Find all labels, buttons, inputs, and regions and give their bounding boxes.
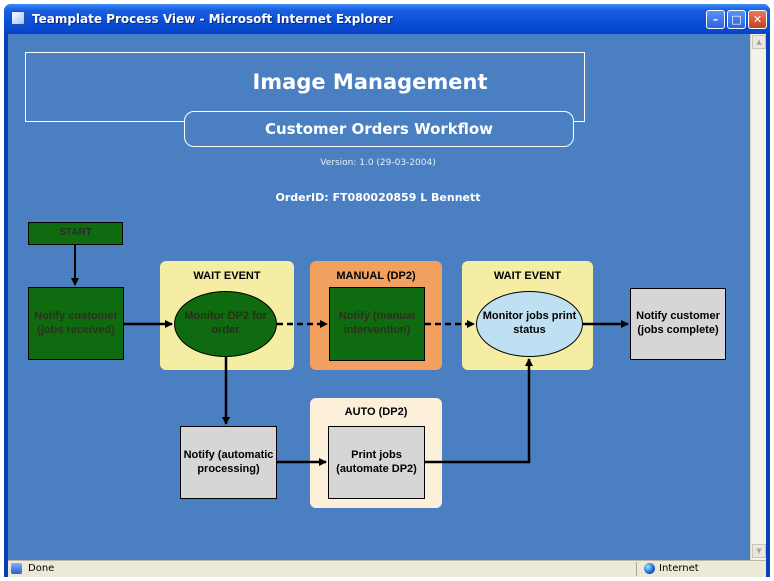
auto-dp2-label: AUTO (DP2) xyxy=(344,406,408,418)
version-text: Version: 1.0 (29-03-2004) xyxy=(320,158,436,168)
order-id-text: OrderID: FT080020859 L Bennett xyxy=(275,191,481,204)
notify-jobs-complete-node[interactable]: Notify customer (jobs complete) xyxy=(630,288,726,360)
notify-automatic-processing-node[interactable]: Notify (automatic processing) xyxy=(180,426,277,499)
page-icon xyxy=(11,563,22,574)
page-subtitle: Customer Orders Workflow xyxy=(264,120,494,138)
minimize-button[interactable]: – xyxy=(706,10,725,29)
workflow-connectors xyxy=(71,245,629,466)
globe-icon xyxy=(644,563,655,574)
wait-event-label-2: WAIT EVENT xyxy=(493,270,562,282)
subtitle-frame xyxy=(184,111,574,147)
vertical-scrollbar[interactable]: ▲ ▼ xyxy=(750,34,766,560)
security-zone-text: Internet xyxy=(659,563,699,574)
scroll-up-icon[interactable]: ▲ xyxy=(752,35,766,49)
title-bar[interactable]: Teamplate Process View - Microsoft Inter… xyxy=(4,4,770,34)
page-content: Image Management Customer Orders Workflo… xyxy=(8,34,766,560)
scroll-down-icon[interactable]: ▼ xyxy=(752,544,766,558)
page-title: Image Management xyxy=(252,70,488,94)
status-divider xyxy=(636,562,637,576)
status-bar: Done Internet xyxy=(8,560,766,577)
manual-dp2-label: MANUAL (DP2) xyxy=(336,270,416,282)
close-button[interactable]: ✕ xyxy=(748,10,767,29)
maximize-button[interactable]: □ xyxy=(727,10,746,29)
browser-window: Teamplate Process View - Microsoft Inter… xyxy=(4,4,770,577)
notify-jobs-received-node[interactable]: Notify customer (jobs received) xyxy=(28,287,124,360)
print-to-monitor-jobs-arrow xyxy=(425,358,533,464)
wait-event-label-1: WAIT EVENT xyxy=(193,270,261,282)
monitor-jobs-print-node[interactable]: Monitor jobs print status xyxy=(476,291,583,357)
internet-explorer-icon xyxy=(11,11,25,25)
window-title: Teamplate Process View - Microsoft Inter… xyxy=(32,12,393,26)
print-jobs-node[interactable]: Print jobs (automate DP2) xyxy=(328,426,425,499)
monitor-dp2-node[interactable]: Monitor DP2 for order xyxy=(174,291,277,357)
start-node[interactable]: START xyxy=(28,222,123,245)
status-text: Done xyxy=(28,563,55,574)
notify-manual-intervention-node[interactable]: Notify (manual intervention) xyxy=(329,287,425,361)
